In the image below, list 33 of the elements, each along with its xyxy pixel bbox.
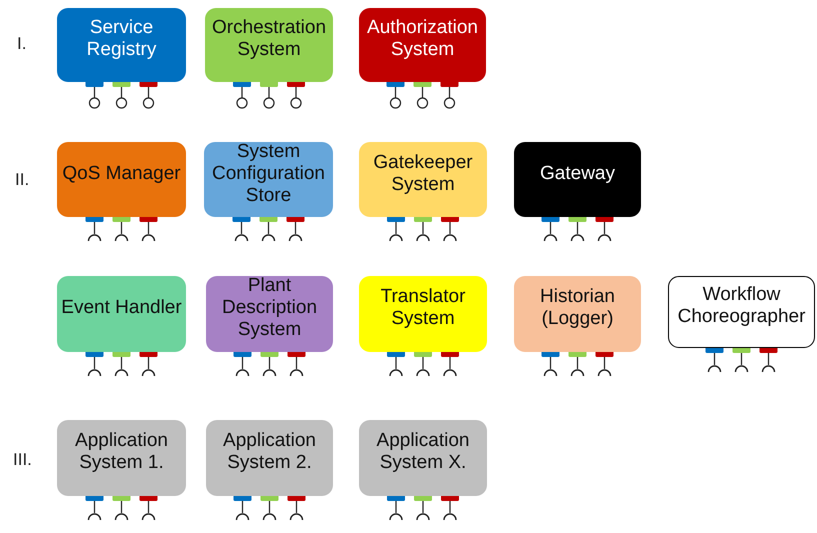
system-name: Historian (Logger) <box>539 286 616 330</box>
system-box <box>206 420 333 496</box>
system-box <box>359 420 487 496</box>
system-box <box>57 276 186 352</box>
system-box <box>514 142 641 217</box>
system-name: Authorization System <box>366 17 479 61</box>
system-box <box>359 142 487 217</box>
system-box <box>514 276 641 352</box>
system-name: Application System 1. <box>74 430 169 474</box>
system-box <box>205 8 333 82</box>
system-name: Orchestration System <box>210 17 328 61</box>
system-name: Plant Description System <box>220 275 318 341</box>
system-name: Application System 2. <box>222 430 317 474</box>
tier-label: III. <box>13 450 32 470</box>
system-name: QoS Manager <box>62 162 181 184</box>
system-box <box>206 276 333 352</box>
system-box <box>57 420 186 496</box>
system-name: Translator System <box>380 286 466 330</box>
tier-label: II. <box>15 170 30 190</box>
system-box <box>359 276 487 352</box>
tier-label: I. <box>17 34 26 54</box>
system-name: Service Registry <box>86 17 158 61</box>
system-name: Event Handler <box>61 297 182 319</box>
system-box <box>57 8 186 82</box>
system-box <box>204 142 333 217</box>
system-name: Gateway <box>540 162 615 184</box>
system-name: System Configuration Store <box>210 140 326 206</box>
system-name: Application System X. <box>376 430 470 474</box>
system-name: Workflow Choreographer <box>676 284 806 328</box>
system-box <box>359 8 486 82</box>
system-box <box>668 276 815 348</box>
system-box <box>57 142 186 217</box>
system-name: Gatekeeper System <box>372 152 474 196</box>
